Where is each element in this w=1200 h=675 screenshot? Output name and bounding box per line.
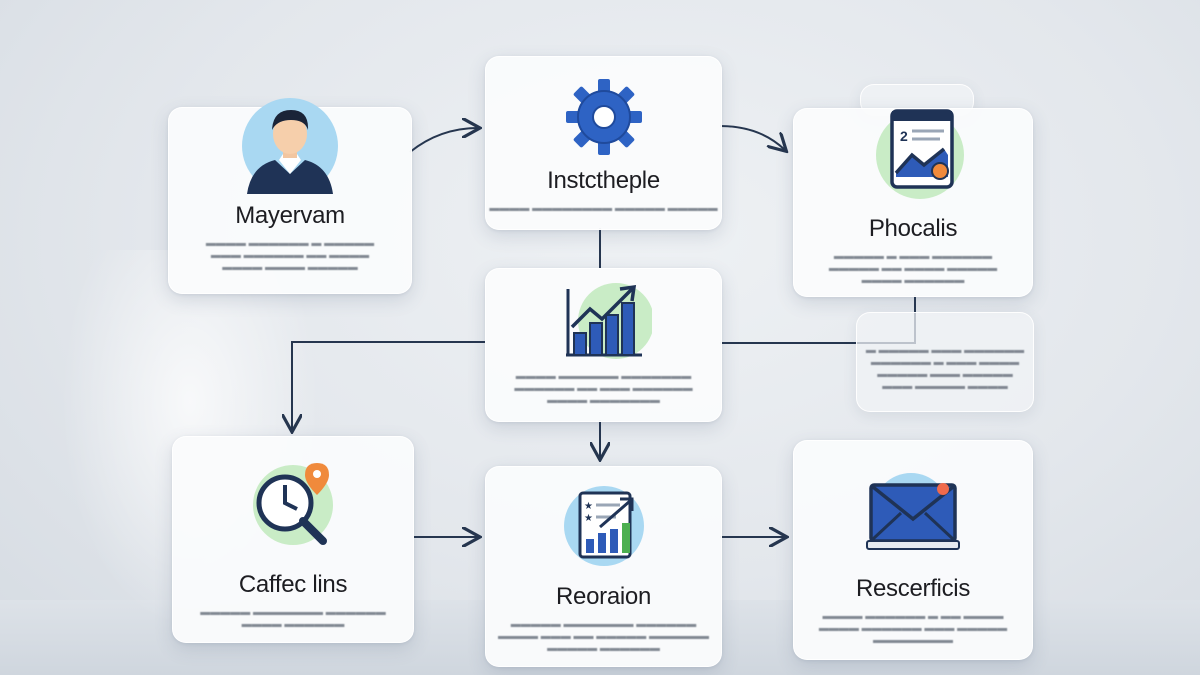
node-title: Phocalis [868, 215, 958, 242]
document-chart-icon: 2 [858, 107, 968, 203]
envelope-icon [861, 471, 965, 555]
node-aside: ▬ ▬▬▬▬▬ ▬▬▬ ▬▬▬▬▬▬▬▬▬▬▬▬ ▬ ▬▬▬ ▬▬▬▬▬▬▬▬▬… [856, 312, 1034, 412]
svg-text:2: 2 [900, 128, 908, 144]
node-description-placeholder: ▬▬▬▬▬ ▬▬▬▬▬▬▬ ▬▬▬▬▬▬▬▬▬▬ ▬▬▬ ▬▬ ▬▬▬▬▬ ▬▬… [497, 619, 710, 654]
connector-growth-caffec [292, 341, 485, 430]
node-rescerficis[interactable]: Rescerficis ▬▬▬▬ ▬▬▬▬▬▬ ▬ ▬▬ ▬▬▬▬▬▬▬▬ ▬▬… [793, 440, 1033, 660]
node-title: Mayervam [235, 202, 345, 229]
gear-icon [564, 77, 644, 157]
node-title: Caffec lins [238, 571, 348, 598]
node-phocalis[interactable]: 2 Phocalis ▬▬▬▬▬ ▬ ▬▬▬ ▬▬▬▬▬▬▬▬▬▬▬ ▬▬ ▬▬… [793, 108, 1033, 297]
connector-instctheple-phocalis [719, 125, 785, 150]
node-mayervam[interactable]: Mayervam ▬▬▬▬ ▬▬▬▬▬▬ ▬ ▬▬▬▬▬▬▬▬ ▬▬▬▬▬▬ ▬… [168, 98, 412, 294]
node-instctheple[interactable]: Instctheple ▬▬▬▬ ▬▬▬▬▬▬▬▬ ▬▬▬▬▬ ▬▬▬▬▬ [485, 56, 722, 230]
svg-text:★: ★ [584, 501, 593, 512]
report-chart-icon: ★ ★ [554, 483, 654, 569]
node-title: Rescerficis [855, 575, 971, 602]
node-description-placeholder: ▬▬▬▬ ▬▬▬▬▬▬▬▬ ▬▬▬▬▬ ▬▬▬▬▬ [489, 203, 718, 214]
node-caffec[interactable]: Caffec lins ▬▬▬▬▬ ▬▬▬▬▬▬▬ ▬▬▬▬▬▬▬▬▬▬ ▬▬▬… [172, 436, 414, 643]
node-description-placeholder: ▬▬▬▬▬ ▬ ▬▬▬ ▬▬▬▬▬▬▬▬▬▬▬ ▬▬ ▬▬▬▬ ▬▬▬▬▬▬▬▬… [828, 251, 998, 286]
clock-search-icon [241, 461, 345, 549]
node-description-placeholder: ▬▬▬▬ ▬▬▬▬▬▬ ▬▬▬▬▬▬▬▬▬▬▬▬▬ ▬▬ ▬▬▬ ▬▬▬▬▬▬▬… [514, 371, 693, 406]
svg-text:★: ★ [584, 513, 593, 524]
node-description-placeholder: ▬▬▬▬ ▬▬▬▬▬▬ ▬ ▬▬ ▬▬▬▬▬▬▬▬ ▬▬▬▬▬▬ ▬▬▬ ▬▬▬… [818, 611, 1008, 646]
node-description-placeholder: ▬▬▬▬▬ ▬▬▬▬▬▬▬ ▬▬▬▬▬▬▬▬▬▬ ▬▬▬▬▬▬ [200, 607, 386, 630]
person-icon [235, 96, 345, 196]
node-title: Instctheple [547, 167, 660, 194]
node-reoraion[interactable]: ★ ★ Reoraion ▬▬▬▬▬ ▬▬▬▬▬▬▬ ▬▬▬▬▬▬▬▬▬▬ ▬▬… [485, 466, 722, 667]
node-description-placeholder: ▬ ▬▬▬▬▬ ▬▬▬ ▬▬▬▬▬▬▬▬▬▬▬▬ ▬ ▬▬▬ ▬▬▬▬▬▬▬▬▬… [865, 345, 1025, 392]
node-description-placeholder: ▬▬▬▬ ▬▬▬▬▬▬ ▬ ▬▬▬▬▬▬▬▬ ▬▬▬▬▬▬ ▬▬ ▬▬▬▬▬▬▬… [205, 238, 375, 273]
node-growth[interactable]: ▬▬▬▬ ▬▬▬▬▬▬ ▬▬▬▬▬▬▬▬▬▬▬▬▬ ▬▬ ▬▬▬ ▬▬▬▬▬▬▬… [485, 268, 722, 422]
node-title: Reoraion [556, 583, 651, 610]
connector-mayervam-instctheple [409, 128, 478, 153]
bar-chart-trend-icon [556, 281, 652, 361]
